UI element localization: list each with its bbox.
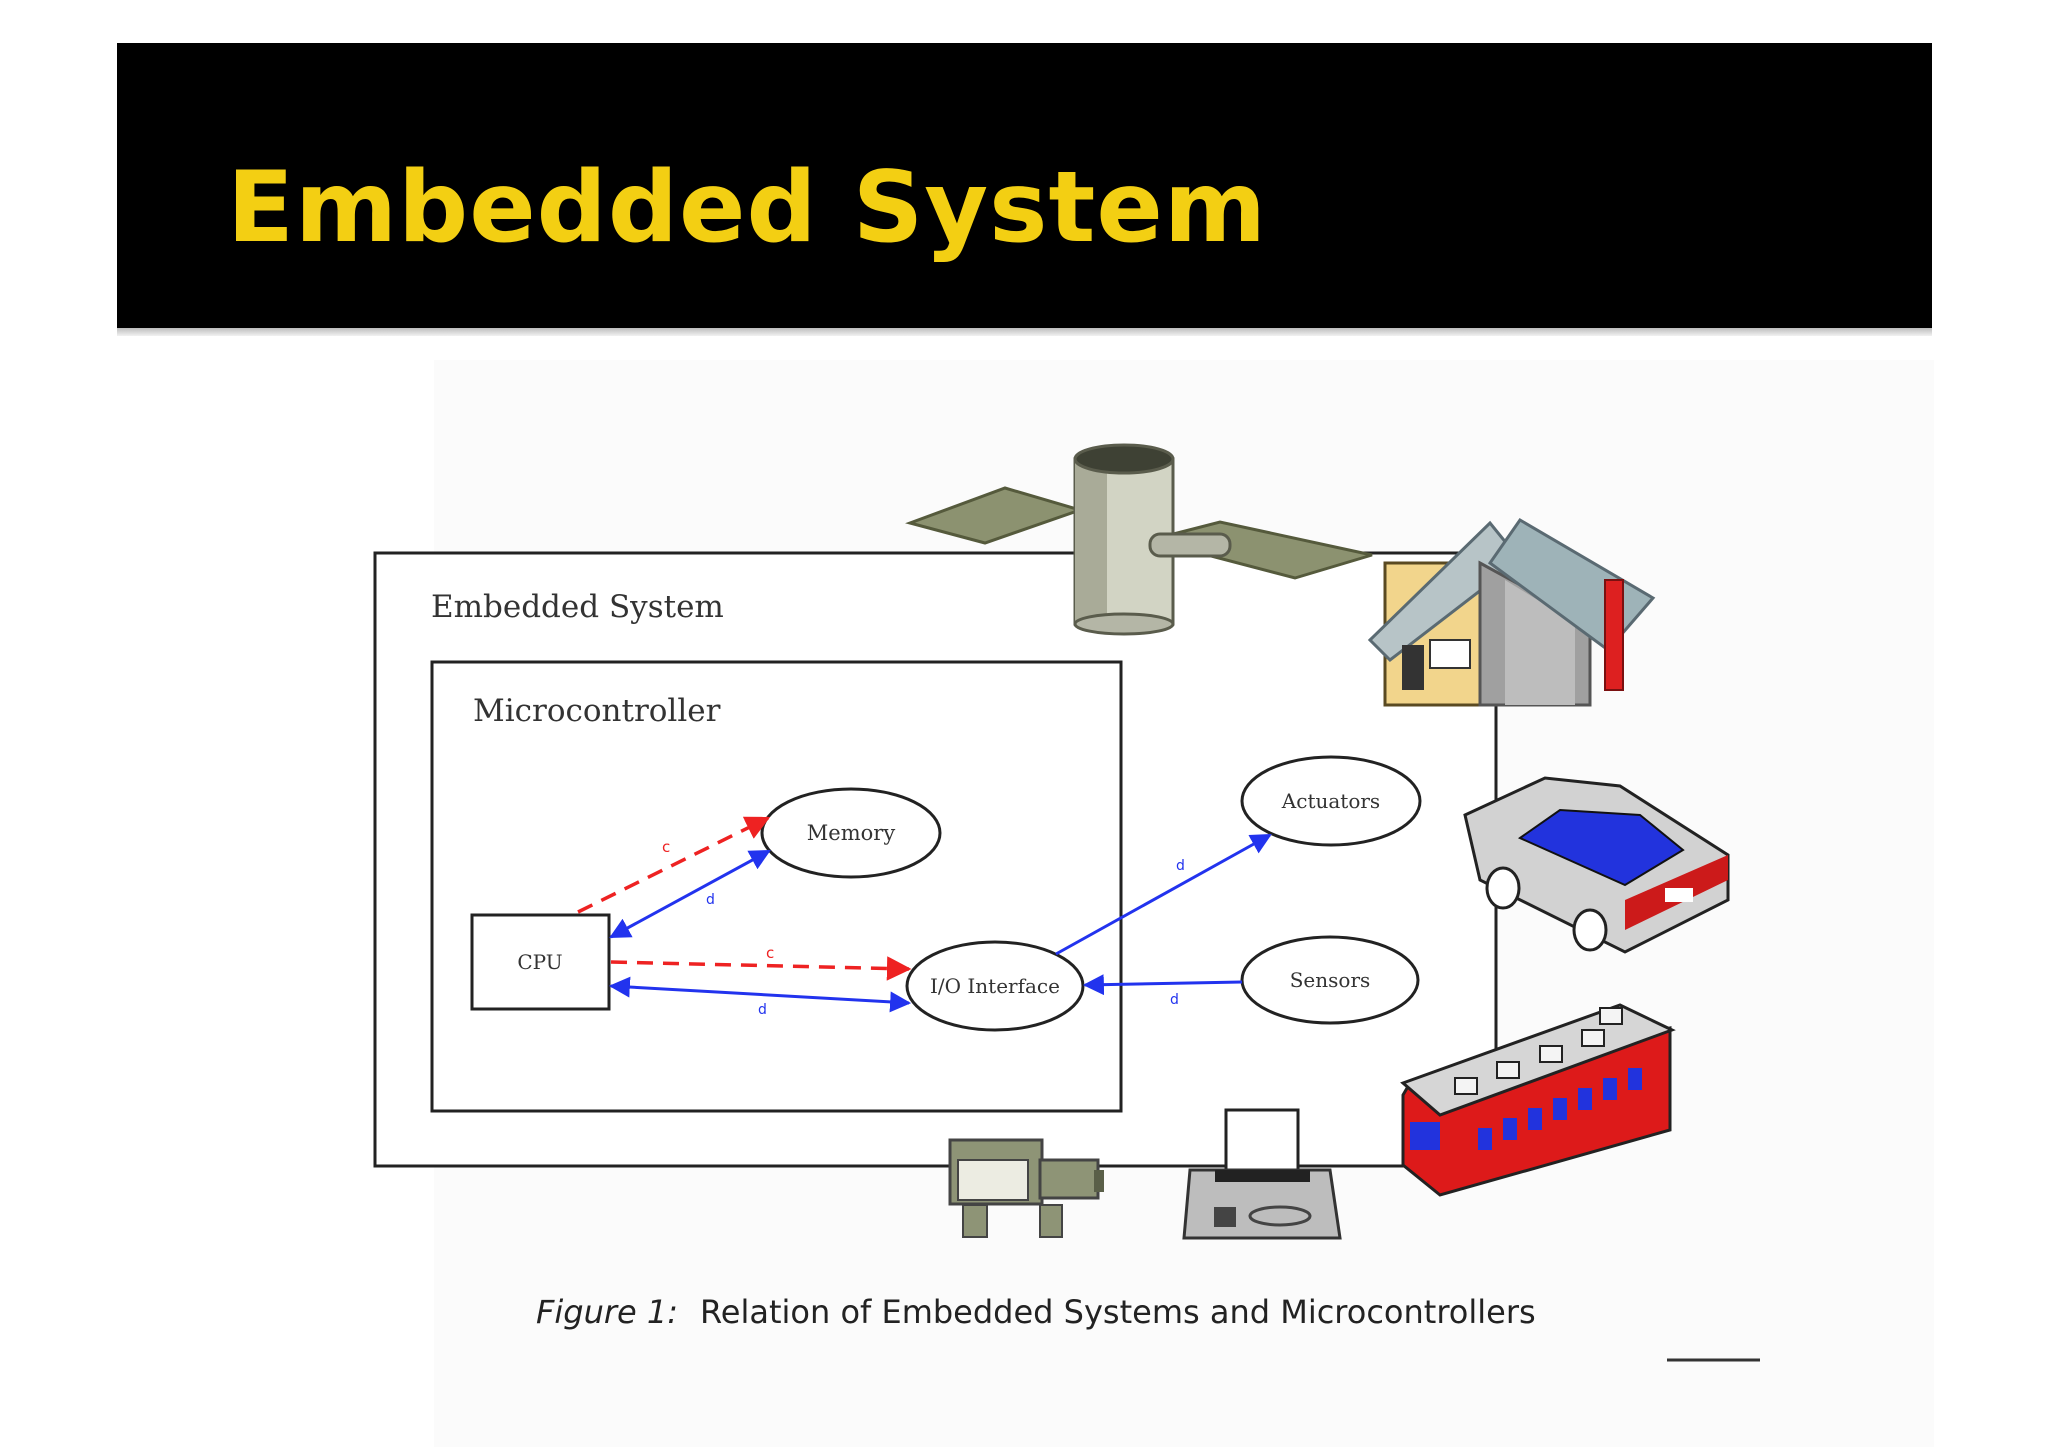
video-camera-illustration: [948, 1138, 1104, 1238]
sensors-io-edge: [1082, 974, 1243, 996]
sensors-io-mark: d: [1170, 992, 1179, 1008]
actuators-label: Actuators: [1281, 789, 1380, 813]
sensors-label: Sensors: [1290, 968, 1371, 992]
io-actuators-edge: [1055, 833, 1272, 956]
slide-title: Embedded System: [227, 151, 1267, 265]
house-illustration: [1367, 518, 1656, 707]
microcontroller-label: Microcontroller: [473, 693, 721, 729]
cpu-memory-control-mark: c: [662, 838, 670, 856]
cpu-io-data-edge: [608, 976, 912, 1013]
io-actuators-mark: d: [1176, 858, 1185, 874]
train-illustration: [1400, 1003, 1676, 1197]
title-underline: [117, 328, 1932, 336]
cpu-memory-data-edge: [609, 849, 771, 939]
car-illustration: [1463, 776, 1730, 954]
actuators-node: [1240, 755, 1422, 847]
microcontroller-box: [430, 660, 1123, 1113]
cpu-io-control-edge: [610, 956, 912, 981]
satellite-illustration: [905, 443, 1373, 636]
title-bar: [117, 43, 1932, 328]
memory-label: Memory: [807, 821, 896, 845]
embedded-system-label: Embedded System: [431, 589, 724, 625]
cpu-io-data-mark: d: [758, 1002, 767, 1018]
io-interface-label: I/O Interface: [930, 974, 1060, 998]
cpu-memory-data-mark: d: [706, 892, 715, 908]
cpu-io-control-mark: c: [766, 944, 774, 962]
cpu-label: CPU: [517, 950, 562, 974]
fax-printer-illustration: [1182, 1108, 1342, 1240]
figure-caption-text: Relation of Embedded Systems and Microco…: [700, 1293, 1536, 1331]
cpu-node: [470, 913, 611, 1011]
figure-caption-prefix: Figure 1:: [536, 1293, 678, 1331]
sensors-node: [1240, 935, 1420, 1025]
